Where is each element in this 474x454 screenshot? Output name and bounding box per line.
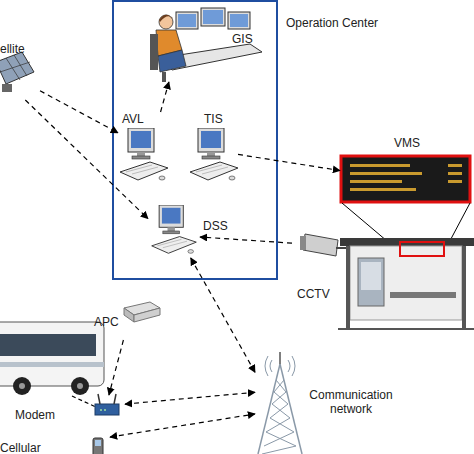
operator-illustration bbox=[150, 8, 262, 82]
tis-computer bbox=[190, 128, 238, 180]
vms-sign bbox=[341, 156, 470, 252]
cctv-node: CCTV bbox=[292, 228, 342, 300]
vms-node: VMS bbox=[340, 135, 472, 203]
node-label: GIS bbox=[232, 32, 253, 46]
bus-shelter bbox=[338, 238, 474, 329]
modem-node: Modem bbox=[10, 395, 125, 425]
dashed-arrow bbox=[191, 258, 255, 372]
gis-station: GIS bbox=[150, 2, 260, 82]
cctv-camera bbox=[300, 234, 346, 256]
radio-tower bbox=[258, 352, 302, 454]
apc-node: APC bbox=[92, 300, 162, 340]
node-label: Communication network bbox=[293, 388, 409, 416]
node-label: ellite bbox=[0, 42, 25, 56]
dashed-arrow bbox=[25, 100, 148, 219]
tis-station: TIS bbox=[188, 112, 238, 186]
node-label: VMS bbox=[394, 136, 420, 150]
node-label: APC bbox=[94, 315, 119, 329]
cellular-node: Cellular bbox=[0, 436, 110, 454]
satellite-icon bbox=[0, 52, 34, 92]
avl-computer bbox=[120, 128, 168, 180]
node-label: Cellular bbox=[0, 441, 41, 454]
node-label: TIS bbox=[204, 112, 223, 126]
dss-computer bbox=[152, 205, 197, 253]
node-label: Modem bbox=[15, 408, 55, 422]
node-label: AVL bbox=[122, 112, 144, 126]
dashed-arrow bbox=[200, 237, 292, 243]
bus bbox=[0, 322, 104, 408]
node-label: DSS bbox=[203, 219, 228, 233]
dashed-arrow bbox=[109, 340, 123, 395]
avl-station: AVL bbox=[118, 112, 168, 186]
dashed-arrow bbox=[238, 154, 340, 170]
cellular-phone bbox=[93, 438, 103, 454]
apc-device bbox=[124, 302, 160, 322]
dashed-arrow bbox=[125, 392, 255, 404]
operation-center: Operation CenterGISAVLTISDSS bbox=[112, 0, 278, 280]
communication-network: Communication network bbox=[255, 350, 415, 454]
dashed-arrow bbox=[161, 82, 169, 112]
satellite: ellite bbox=[0, 40, 40, 100]
dss-station: DSS bbox=[148, 200, 200, 258]
dashed-arrow bbox=[40, 91, 118, 133]
dashed-arrow bbox=[110, 414, 255, 437]
modem-icon bbox=[95, 394, 119, 415]
node-label: Operation Center bbox=[286, 16, 378, 30]
node-label: CCTV bbox=[297, 287, 330, 301]
